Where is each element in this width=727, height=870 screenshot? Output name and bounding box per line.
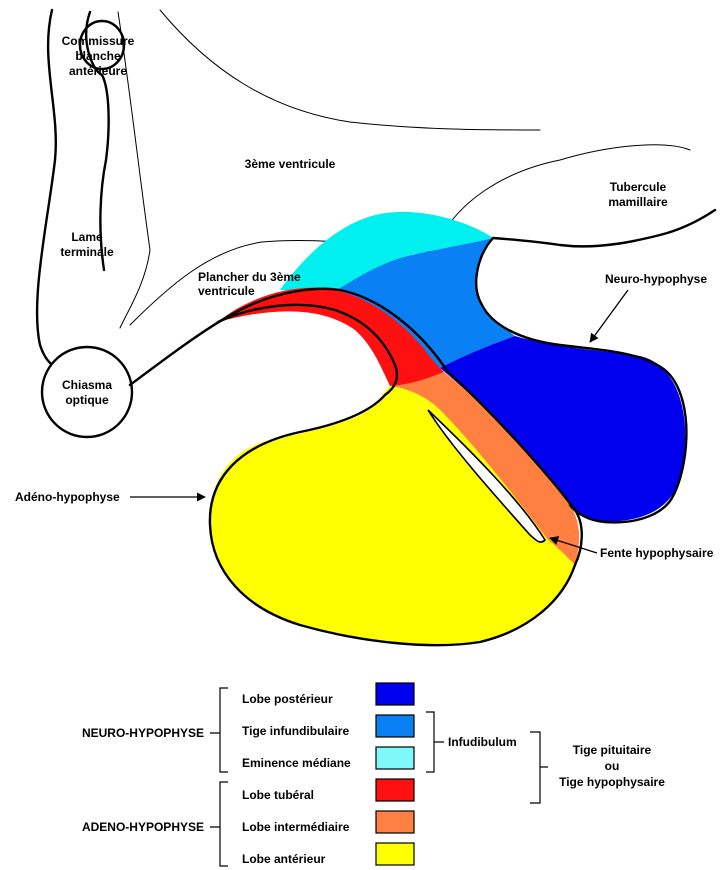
legend-item-label: Tige infundibulaire bbox=[242, 724, 349, 738]
label-adeno-hypophyse: Adéno-hypophyse bbox=[15, 490, 120, 504]
legend-swatch-infundibular bbox=[376, 715, 414, 737]
label-ventricle: 3ème ventricule bbox=[245, 157, 336, 171]
label-commissure-1: Commissure bbox=[62, 34, 135, 48]
label-commissure-3: antérieure bbox=[69, 64, 127, 78]
lamina-inner-line bbox=[118, 12, 150, 328]
legend-swatch-tuberal bbox=[376, 779, 414, 801]
label-plancher-2: ventricule bbox=[198, 284, 255, 298]
legend-tige-brace bbox=[530, 732, 548, 803]
legend-item-label: Lobe intermédiaire bbox=[242, 820, 350, 834]
legend-swatch-anterior bbox=[376, 843, 414, 865]
label-tubercule-2: mamillaire bbox=[608, 195, 668, 209]
legend-swatch-intermediate bbox=[376, 811, 414, 833]
label-plancher-1: Plancher du 3ème bbox=[198, 270, 301, 284]
label-chiasma-2: optique bbox=[65, 393, 109, 407]
legend-tige-label-2: ou bbox=[605, 759, 620, 773]
legend-swatch-median bbox=[376, 747, 414, 769]
lamina-terminalis-outline bbox=[37, 10, 58, 368]
legend-tige-label-1: Tige pituitaire bbox=[573, 743, 652, 757]
label-tubercule-1: Tubercule bbox=[610, 180, 667, 194]
legend-item-label: Lobe tubéral bbox=[242, 788, 314, 802]
label-lame-2: terminale bbox=[60, 245, 114, 259]
label-chiasma-1: Chiasma bbox=[62, 378, 112, 392]
legend-adeno-brace bbox=[210, 782, 228, 866]
legend-infundibulum-brace bbox=[426, 712, 444, 772]
legend-item-label: Eminence médiane bbox=[242, 756, 351, 770]
label-lame-1: Lame bbox=[71, 230, 103, 244]
legend-neuro-group-label: NEURO-HYPOPHYSE bbox=[82, 726, 204, 740]
label-neuro-hypophyse: Neuro-hypophyse bbox=[605, 272, 707, 286]
legend-swatch-posterior bbox=[376, 683, 414, 705]
legend-infundibulum-label: Infudibulum bbox=[448, 735, 517, 749]
legend: NEURO-HYPOPHYSE ADENO-HYPOPHYSE Lobe pos… bbox=[82, 683, 665, 866]
label-fente-hypophysaire: Fente hypophysaire bbox=[600, 546, 714, 560]
legend-item-label: Lobe postérieur bbox=[242, 692, 333, 706]
label-commissure-2: blanche bbox=[75, 49, 121, 63]
neuro-pointer-arrow bbox=[590, 290, 628, 342]
legend-neuro-brace bbox=[210, 688, 228, 772]
legend-tige-label-3: Tige hypophysaire bbox=[559, 775, 665, 789]
legend-item-label: Lobe antérieur bbox=[242, 852, 326, 866]
mamillary-body-outline bbox=[493, 210, 715, 246]
legend-adeno-group-label: ADENO-HYPOPHYSE bbox=[82, 820, 204, 834]
ventricle-wall-line bbox=[160, 10, 540, 130]
chiasma-optique-circle bbox=[42, 347, 132, 437]
